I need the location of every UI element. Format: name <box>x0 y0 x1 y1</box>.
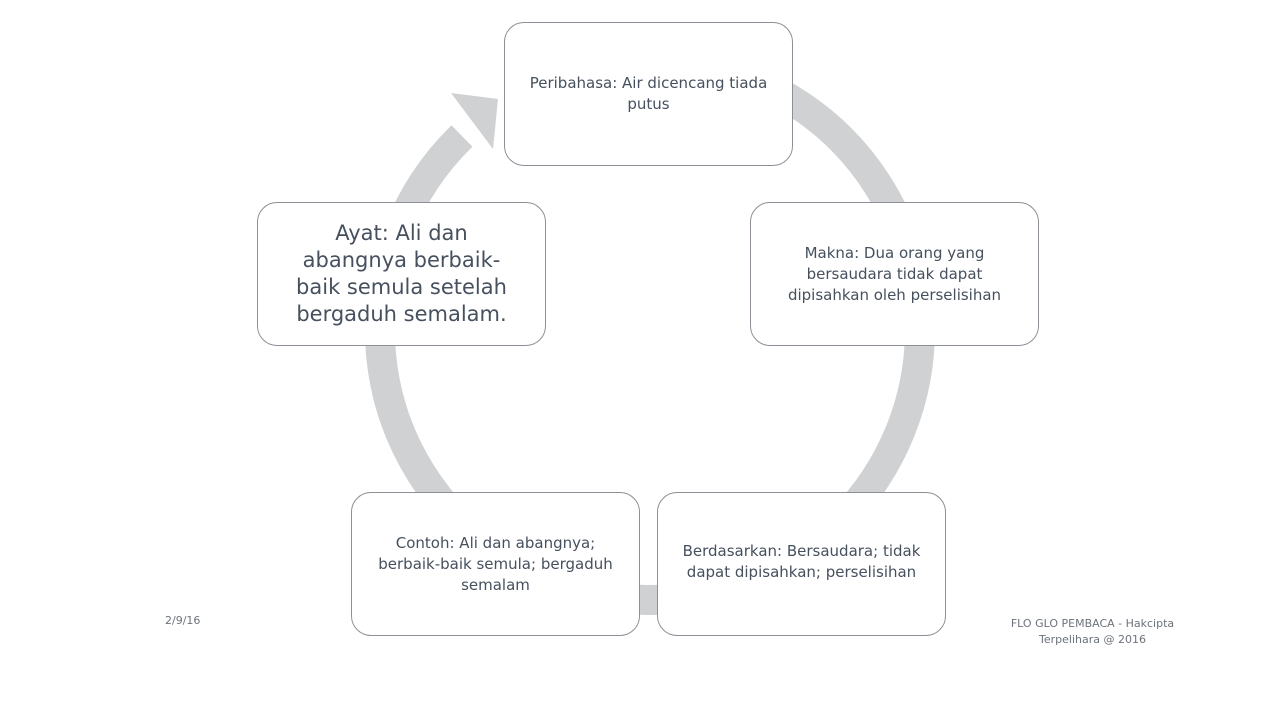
footer-date: 2/9/16 <box>165 614 201 627</box>
node-text: Makna: Dua orang yang bersaudara tidak d… <box>787 243 1002 304</box>
node-text: Berdasarkan: Bersaudara; tidak dapat dip… <box>682 542 921 581</box>
cycle-node-contoh: Contoh: Ali dan abangnya; berbaik-baik s… <box>351 492 640 636</box>
node-text: Peribahasa: Air dicencang tiada putus <box>529 74 768 113</box>
cycle-node-ayat: Ayat: Ali dan abangnya berbaik-baik semu… <box>257 202 546 346</box>
node-text: Ayat: Ali dan abangnya berbaik-baik semu… <box>296 221 507 326</box>
footer-copyright: FLO GLO PEMBACA - Hakcipta Terpelihara @… <box>1010 617 1175 646</box>
cycle-node-berdasarkan: Berdasarkan: Bersaudara; tidak dapat dip… <box>657 492 946 636</box>
cycle-node-makna: Makna: Dua orang yang bersaudara tidak d… <box>750 202 1039 346</box>
node-text: Contoh: Ali dan abangnya; berbaik-baik s… <box>378 533 613 594</box>
cycle-node-peribahasa: Peribahasa: Air dicencang tiada putus <box>504 22 793 166</box>
arrow-head-icon <box>451 93 498 149</box>
